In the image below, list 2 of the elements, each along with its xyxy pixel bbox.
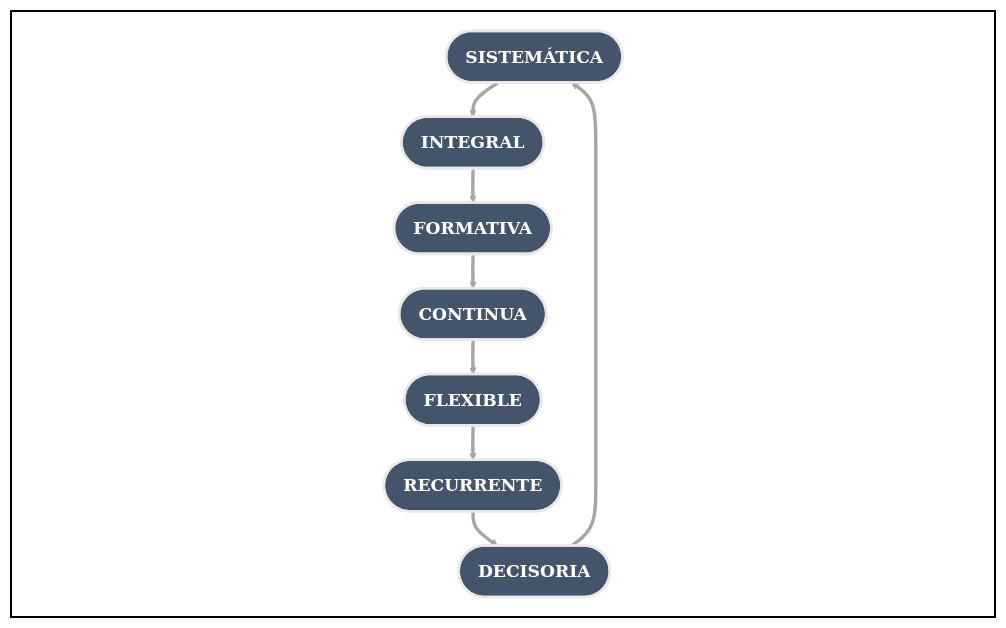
arrow (469, 254, 477, 289)
arrow (469, 340, 477, 375)
